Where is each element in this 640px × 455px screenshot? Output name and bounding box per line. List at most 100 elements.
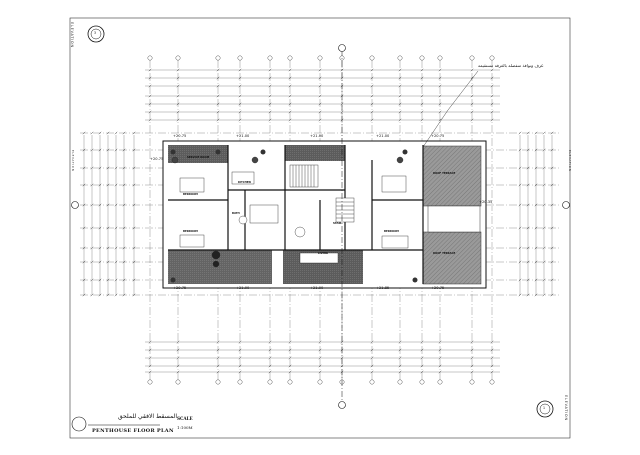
- dimension-tick: [318, 102, 322, 106]
- dimension-tick: [176, 84, 180, 88]
- dimension-tick: [518, 246, 522, 250]
- dimension-tick: [216, 102, 220, 106]
- dimension-tick: [106, 203, 110, 207]
- dimension-tick: [238, 340, 242, 344]
- grid-bubble: [147, 55, 153, 61]
- dimension-tick: [216, 94, 220, 98]
- dimension-tick: [438, 84, 442, 88]
- dimension-tick: [90, 246, 94, 250]
- dimension-tick: [288, 110, 292, 114]
- dimension-tick: [122, 148, 126, 152]
- dimension-tick: [490, 118, 494, 122]
- dimension-tick: [370, 84, 374, 88]
- dimension-tick: [288, 364, 292, 368]
- dimension-tick: [518, 260, 522, 264]
- dimension-tick: [370, 370, 374, 374]
- grid-bubble: [267, 55, 273, 61]
- scale-value: 1:100M: [177, 425, 193, 430]
- dimension-tick: [98, 293, 102, 297]
- dimension-tick: [268, 94, 272, 98]
- dimension-tick: [148, 84, 152, 88]
- elevation-label-bottom-right: ELEVATION: [564, 395, 568, 421]
- dimension-tick: [542, 226, 546, 230]
- dimension-tick: [370, 102, 374, 106]
- level-top-1: +20.75: [173, 134, 187, 138]
- grid-bubble: [147, 379, 153, 385]
- dimension-tick: [132, 226, 136, 230]
- scale-label: SCALE: [177, 416, 193, 421]
- dimension-tick: [550, 278, 554, 282]
- dimension-tick: [470, 118, 474, 122]
- dimension-tick: [318, 364, 322, 368]
- dimension-tick: [148, 102, 152, 106]
- dimension-tick: [420, 76, 424, 80]
- dimension-tick: [542, 246, 546, 250]
- dimension-tick: [470, 76, 474, 80]
- dimension-tick: [526, 166, 530, 170]
- elevation-label-left: ELEVATION: [71, 150, 74, 172]
- elevation-marker-right: [562, 201, 570, 209]
- dimension-tick: [98, 131, 102, 135]
- dimension-tick: [318, 340, 322, 344]
- drawing-title-arabic: المسقط الافقي للملحق: [118, 413, 178, 420]
- dimension-tick: [490, 110, 494, 114]
- dimension-tick: [106, 131, 110, 135]
- dimension-tick: [176, 110, 180, 114]
- grid-bubble: [215, 379, 221, 385]
- dimension-tick: [470, 370, 474, 374]
- dimension-tick: [98, 166, 102, 170]
- dimension-tick: [176, 370, 180, 374]
- dimension-tick: [420, 340, 424, 344]
- dimension-tick: [132, 293, 136, 297]
- room-label-bedroom-3: BEDROOM: [384, 230, 399, 233]
- dimension-tick: [470, 68, 474, 72]
- dimension-tick: [82, 131, 86, 135]
- dimension-tick: [470, 340, 474, 344]
- dimension-tick: [238, 364, 242, 368]
- dimension-tick: [550, 226, 554, 230]
- dimension-tick: [122, 278, 126, 282]
- room-label-bedroom-2: BEDROOM: [183, 230, 198, 233]
- dimension-tick: [216, 68, 220, 72]
- level-bottom-1: +20.75: [173, 286, 187, 290]
- dimension-tick: [518, 183, 522, 187]
- dimension-tick: [148, 94, 152, 98]
- dimension-tick: [534, 226, 538, 230]
- dimension-tick: [238, 370, 242, 374]
- dimension-tick: [122, 203, 126, 207]
- dimension-tick: [216, 76, 220, 80]
- dimension-tick: [534, 278, 538, 282]
- level-bottom-2: +21.00: [236, 286, 250, 290]
- dimension-tick: [288, 76, 292, 80]
- dimension-tick: [114, 278, 118, 282]
- level-bottom-5: +20.75: [431, 286, 445, 290]
- dimension-tick: [98, 260, 102, 264]
- grid-bubble: [175, 55, 181, 61]
- dimension-tick: [490, 84, 494, 88]
- grid-bubble: [215, 55, 221, 61]
- dimension-tick: [518, 166, 522, 170]
- dimension-tick: [268, 348, 272, 352]
- dimension-tick: [470, 94, 474, 98]
- elevation-marker-bottom-right: [536, 400, 554, 418]
- dimension-tick: [82, 166, 86, 170]
- dimension-tick: [98, 148, 102, 152]
- dimension-tick: [318, 348, 322, 352]
- drawing-title-english: PENTHOUSE FLOOR PLAN: [92, 428, 174, 434]
- dimension-tick: [534, 293, 538, 297]
- dimension-tick: [550, 203, 554, 207]
- dimension-tick: [550, 293, 554, 297]
- dimension-tick: [268, 356, 272, 360]
- dimension-tick: [370, 110, 374, 114]
- dimension-tick: [398, 364, 402, 368]
- dimension-tick: [550, 183, 554, 187]
- dimension-tick: [90, 166, 94, 170]
- dimension-tick: [420, 370, 424, 374]
- floor-plan: [162, 140, 487, 289]
- elevation-marker-left: [71, 201, 79, 209]
- dimension-tick: [340, 110, 344, 114]
- dimension-tick: [148, 110, 152, 114]
- dimension-tick: [148, 68, 152, 72]
- dimension-tick: [398, 84, 402, 88]
